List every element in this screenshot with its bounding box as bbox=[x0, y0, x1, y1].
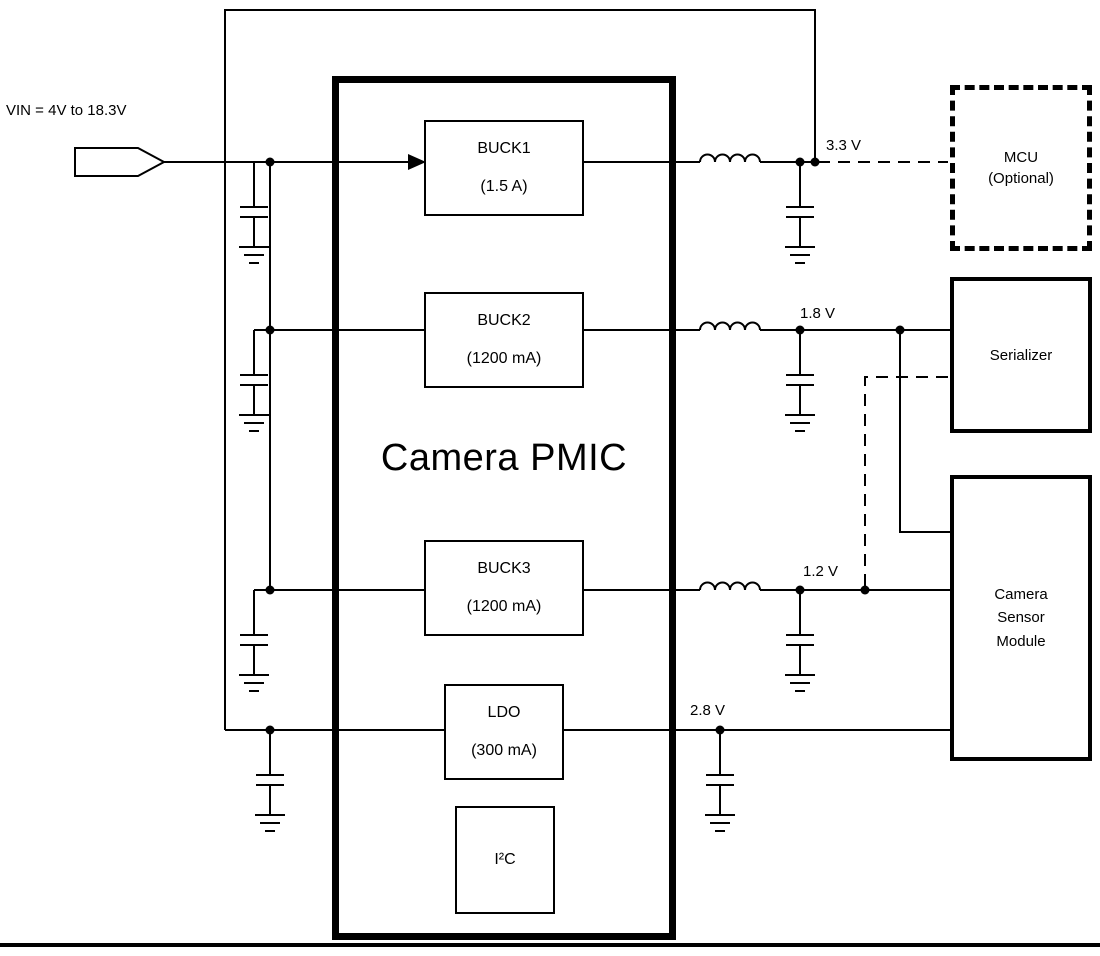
ldo-rating: (300 mA) bbox=[471, 742, 537, 759]
capacitor-vin-2 bbox=[239, 330, 269, 432]
serializer-name: Serializer bbox=[989, 346, 1053, 364]
camera-line3: Module bbox=[996, 632, 1046, 650]
buck2-block: BUCK2 (1200 mA) bbox=[424, 292, 584, 388]
inductor-buck3 bbox=[699, 581, 761, 591]
rail-label-1v2: 1.2 V bbox=[803, 563, 839, 580]
mcu-block: MCU (Optional) bbox=[950, 85, 1092, 251]
vin-connector-tag bbox=[74, 147, 167, 177]
camera-line2: Sensor bbox=[997, 609, 1045, 627]
mcu-name: MCU bbox=[1003, 149, 1039, 166]
serializer-block: Serializer bbox=[950, 277, 1092, 433]
buck2-name: BUCK2 bbox=[477, 311, 531, 329]
inductor-buck2 bbox=[699, 321, 761, 331]
capacitor-ldo-input bbox=[255, 730, 285, 832]
capacitor-2v8-output bbox=[705, 730, 735, 832]
camera-pmic-title: Camera PMIC bbox=[380, 437, 628, 479]
buck3-name: BUCK3 bbox=[477, 559, 531, 577]
ldo-name: LDO bbox=[487, 703, 521, 721]
i2c-block: I²C bbox=[455, 806, 555, 914]
wire-buck2-output bbox=[584, 329, 950, 533]
buck1-rating: (1.5 A) bbox=[480, 178, 528, 195]
buck1-block: BUCK1 (1.5 A) bbox=[424, 120, 584, 216]
buck1-name: BUCK1 bbox=[477, 139, 531, 157]
camera-line1: Camera bbox=[994, 586, 1048, 604]
vin-label: VIN = 4V to 18.3V bbox=[6, 102, 127, 119]
capacitor-1v2-output bbox=[785, 590, 815, 692]
wire-vin-rail bbox=[254, 162, 424, 591]
buck2-rating: (1200 mA) bbox=[466, 350, 542, 367]
ldo-block: LDO (300 mA) bbox=[444, 684, 564, 780]
camera-sensor-module-block: Camera Sensor Module bbox=[950, 475, 1092, 761]
inductor-buck1 bbox=[699, 153, 761, 163]
junction-dots bbox=[265, 157, 905, 735]
mcu-qualifier: (Optional) bbox=[988, 170, 1054, 187]
camera-pmic-outline bbox=[332, 76, 676, 940]
rail-label-2v8: 2.8 V bbox=[690, 702, 726, 719]
capacitor-3v3-output bbox=[785, 162, 815, 264]
capacitor-1v8-output bbox=[785, 330, 815, 432]
buck3-rating: (1200 mA) bbox=[466, 598, 542, 615]
i2c-name: I²C bbox=[494, 850, 516, 868]
capacitor-vin-3 bbox=[239, 590, 269, 692]
capacitor-vin-1 bbox=[239, 162, 269, 264]
wire-serializer-1v2-dashed bbox=[864, 376, 948, 588]
buck1-input-arrowhead bbox=[408, 154, 426, 170]
rail-label-3v3: 3.3 V bbox=[826, 137, 862, 154]
buck3-block: BUCK3 (1200 mA) bbox=[424, 540, 584, 636]
rail-label-1v8: 1.8 V bbox=[800, 305, 836, 322]
